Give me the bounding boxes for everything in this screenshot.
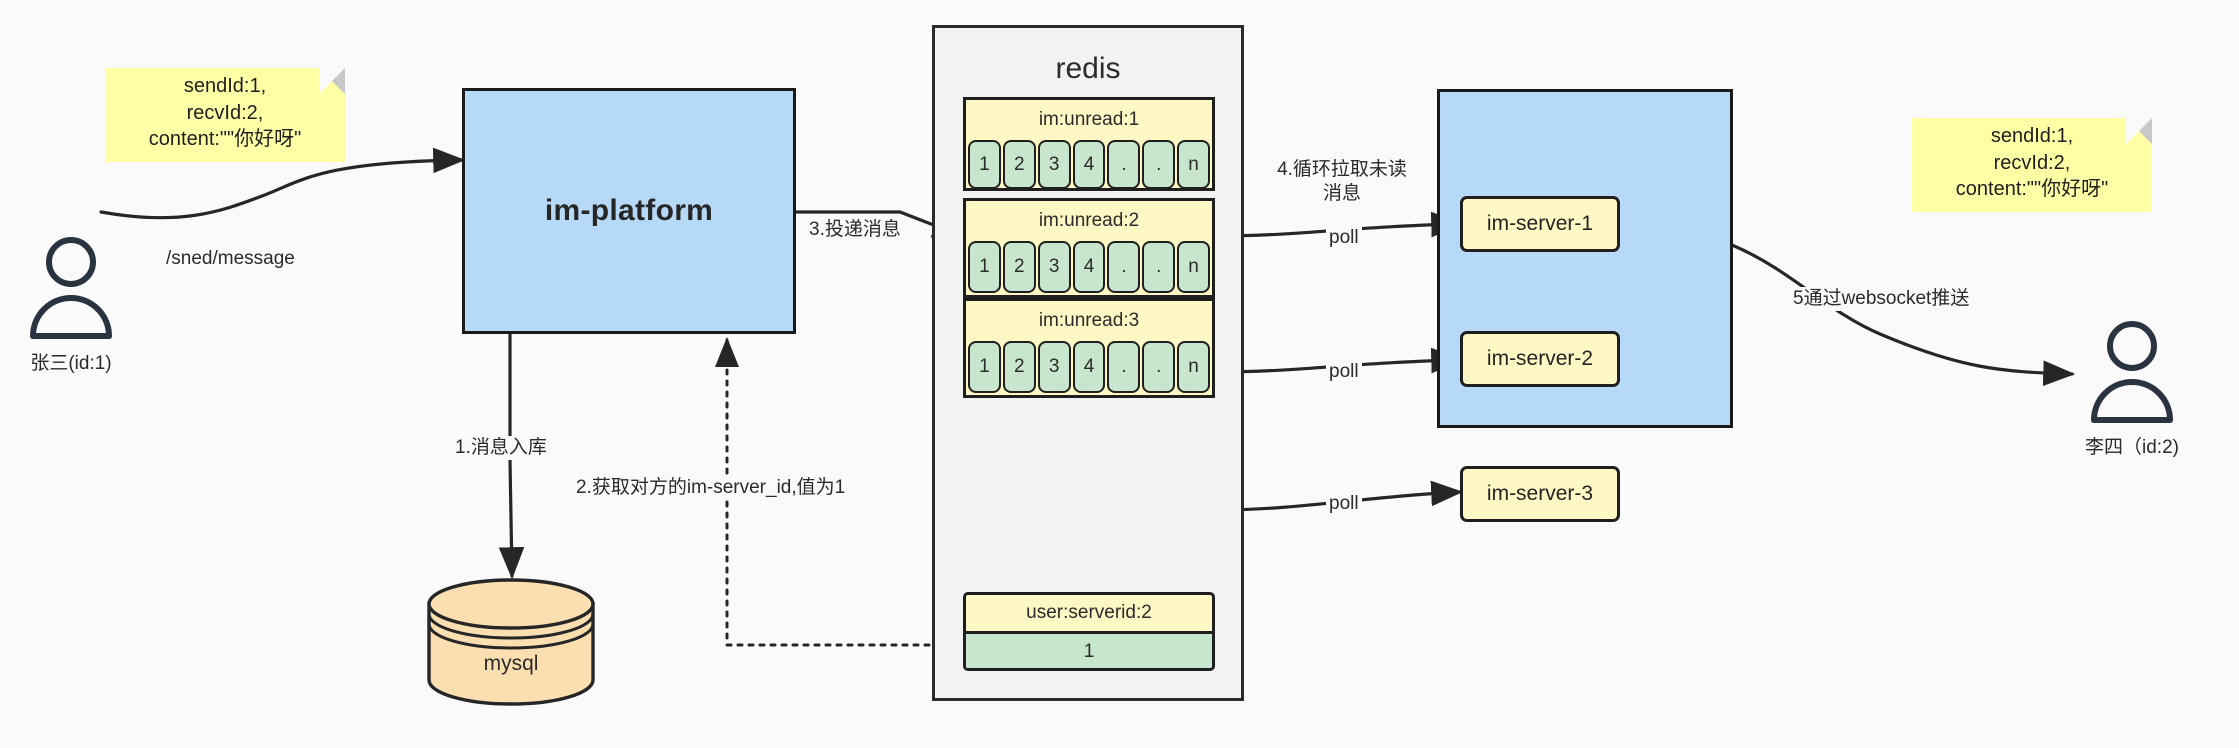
- queue-cell[interactable]: 4: [1072, 241, 1106, 293]
- queue-cell[interactable]: n: [1177, 241, 1211, 293]
- actor-receiver: 李四（id:2): [2085, 320, 2179, 459]
- edge-label-step1: 1.消息入库: [452, 436, 550, 461]
- queue-cell[interactable]: .: [1142, 140, 1176, 189]
- queue-group-im-unread-3[interactable]: im:unread:3 1 2 3 4 . . n: [963, 298, 1215, 398]
- queue-cell[interactable]: 3: [1037, 241, 1071, 293]
- edge-sender-to-platform: [99, 147, 466, 220]
- edge-label-poll-1-text: poll: [1329, 227, 1359, 248]
- im-platform-label: im-platform: [544, 194, 714, 227]
- im-server-2-label: im-server-2: [1486, 347, 1594, 370]
- queue-cell[interactable]: .: [1107, 341, 1141, 393]
- actor-sender-label: 张三(id:1): [30, 353, 112, 374]
- queue-cell[interactable]: n: [1177, 341, 1211, 393]
- queue-cell[interactable]: .: [1142, 241, 1176, 293]
- queue-cell[interactable]: 4: [1072, 341, 1106, 393]
- queue-cell[interactable]: 4: [1072, 140, 1106, 189]
- queue-cell[interactable]: 1: [968, 341, 1001, 393]
- queue-key-label: im:unread:1: [1038, 109, 1140, 130]
- queue-key-label: im:unread:2: [1038, 210, 1140, 231]
- im-server-1-label: im-server-1: [1486, 212, 1594, 235]
- queue-cell[interactable]: 3: [1037, 140, 1071, 189]
- queue-cell[interactable]: 1: [968, 140, 1001, 189]
- actor-sender: 张三(id:1): [25, 236, 117, 375]
- im-server-3-label: im-server-3: [1486, 482, 1594, 505]
- sticky-note-right-text: sendId:1, recvId:2, content:""你好呀": [1955, 125, 2109, 201]
- edge-label-step4: 4.循环拉取未读消息: [1269, 158, 1415, 207]
- queue-group-im-unread-2[interactable]: im:unread:2 1 2 3 4 . . n: [963, 198, 1215, 298]
- queue-cell[interactable]: 2: [1002, 140, 1036, 189]
- queue-cell[interactable]: .: [1107, 140, 1141, 189]
- node-im-server-3[interactable]: im-server-3: [1460, 466, 1620, 522]
- queue-key-label: im:unread:3: [1038, 310, 1140, 331]
- node-im-platform[interactable]: im-platform: [462, 88, 796, 334]
- queue-cell[interactable]: n: [1177, 140, 1211, 189]
- queue-cell[interactable]: 2: [1002, 241, 1036, 293]
- sticky-note-left: sendId:1, recvId:2, content:""你好呀": [105, 68, 345, 162]
- edge-label-poll-3: poll: [1326, 492, 1362, 517]
- database-cylinder-icon: [427, 578, 595, 706]
- edge-label-step3-text: 3.投递消息: [809, 219, 901, 240]
- user-icon: [30, 237, 112, 339]
- sticky-fold-icon: [319, 68, 345, 94]
- edge-label-poll-1: poll: [1326, 226, 1362, 251]
- node-im-server-1[interactable]: im-server-1: [1460, 196, 1620, 252]
- edge-label-step5: 5通过websocket推送: [1790, 287, 1973, 312]
- mysql-label: mysql: [483, 652, 539, 675]
- queue-group-im-unread-1[interactable]: im:unread:1 1 2 3 4 . . n: [963, 97, 1215, 191]
- kv-key-label: user:serverid:2: [1026, 602, 1152, 623]
- edge-label-poll-2-text: poll: [1329, 361, 1359, 382]
- edge-label-send-message-text: /sned/message: [166, 248, 295, 269]
- edge-label-step5-text: 5通过websocket推送: [1793, 288, 1970, 309]
- user-icon: [2091, 321, 2173, 423]
- edge-label-poll-2: poll: [1326, 360, 1362, 385]
- edge-label-step4-text: 4.循环拉取未读消息: [1277, 159, 1407, 205]
- redis-title: redis: [1055, 52, 1121, 85]
- edge-label-poll-3-text: poll: [1329, 493, 1359, 514]
- sticky-fold-icon: [2126, 118, 2152, 144]
- queue-cell[interactable]: 1: [968, 241, 1001, 293]
- kv-user-serverid[interactable]: user:serverid:2 1: [963, 592, 1215, 671]
- edge-label-send-message: /sned/message: [163, 247, 298, 272]
- queue-cell[interactable]: 2: [1002, 341, 1036, 393]
- edge-label-step1-text: 1.消息入库: [455, 437, 547, 458]
- node-im-server-2[interactable]: im-server-2: [1460, 331, 1620, 387]
- sticky-note-left-text: sendId:1, recvId:2, content:""你好呀": [148, 75, 302, 151]
- edge-label-step2-text: 2.获取对方的im-server_id,值为1: [576, 477, 846, 498]
- queue-cell[interactable]: .: [1142, 341, 1176, 393]
- kv-value-label: 1: [966, 631, 1212, 668]
- actor-receiver-label: 李四（id:2): [2085, 437, 2179, 458]
- queue-cell[interactable]: 3: [1037, 341, 1071, 393]
- node-mysql[interactable]: mysql: [425, 578, 597, 706]
- edge-label-step2: 2.获取对方的im-server_id,值为1: [573, 476, 849, 501]
- sticky-note-right: sendId:1, recvId:2, content:""你好呀": [1912, 118, 2152, 212]
- queue-cell[interactable]: .: [1107, 241, 1141, 293]
- edge-label-step3: 3.投递消息: [806, 218, 904, 243]
